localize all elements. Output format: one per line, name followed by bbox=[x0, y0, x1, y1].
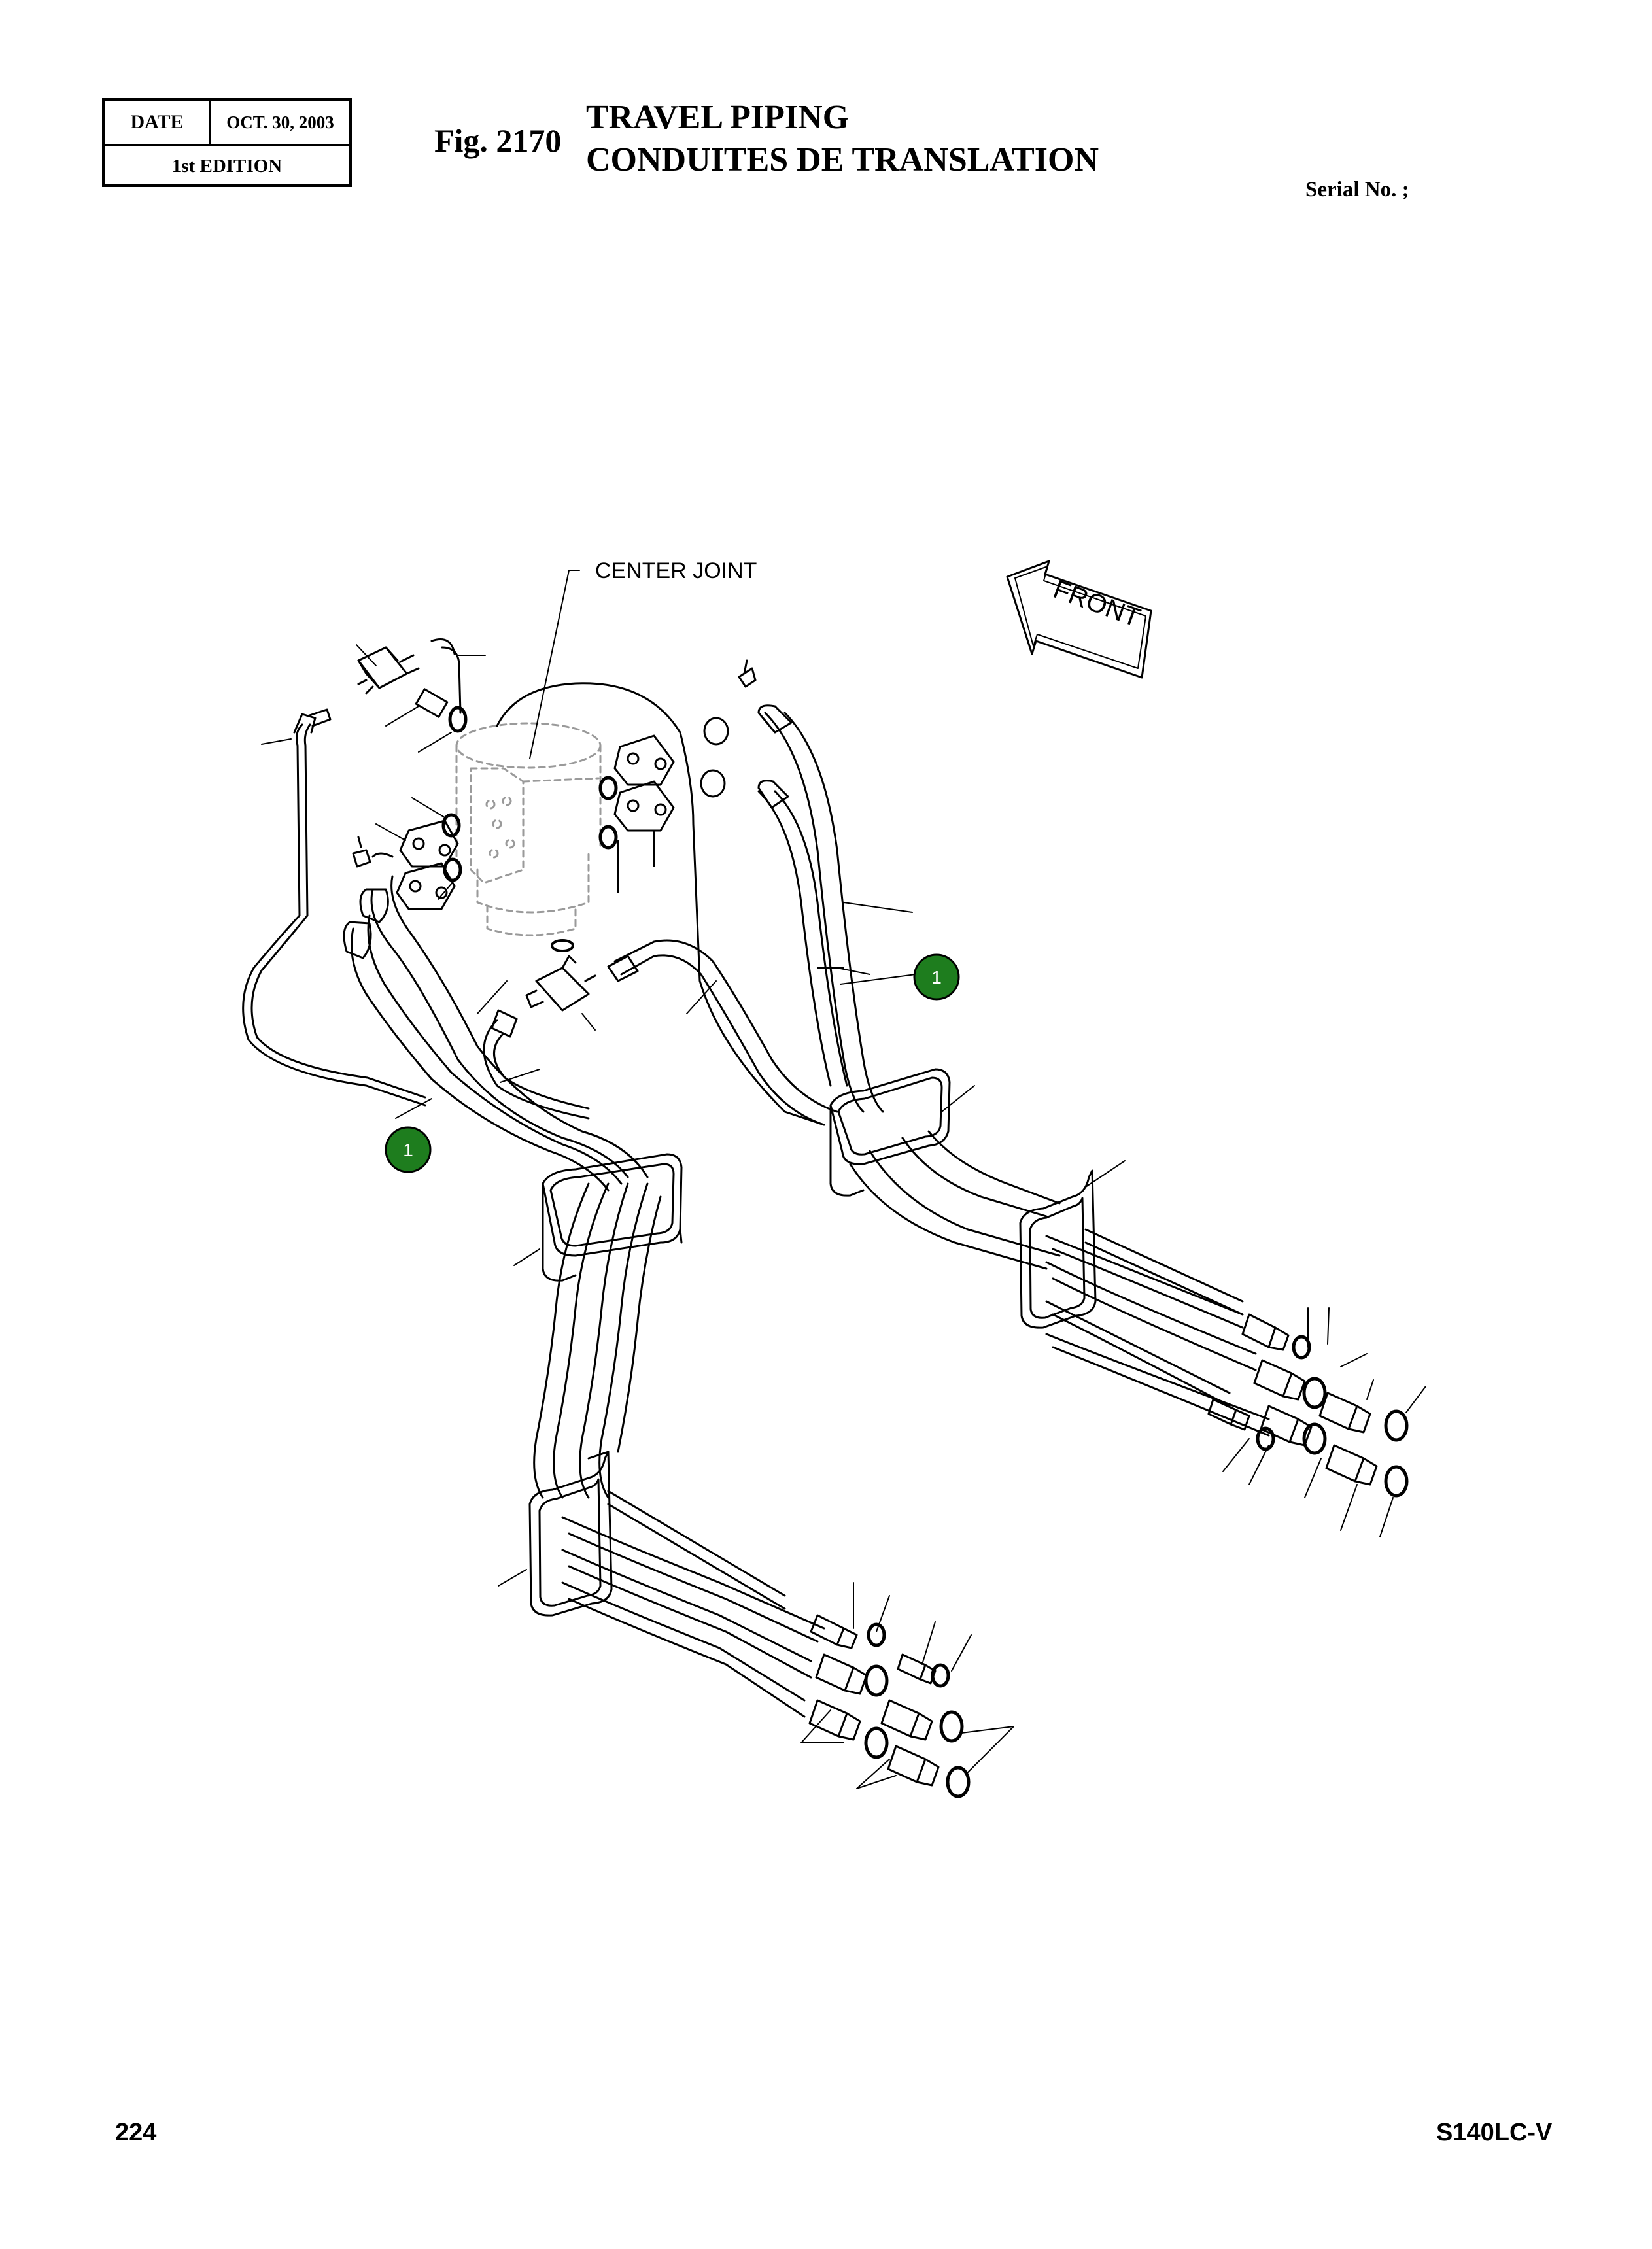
tube-upper bbox=[441, 646, 462, 714]
hose-bundle-right bbox=[849, 1130, 1061, 1270]
hose-bundle-right-lower bbox=[1045, 1228, 1270, 1437]
serial-number-label: Serial No. ; bbox=[1305, 178, 1409, 201]
hose-bundle-left bbox=[343, 875, 649, 1192]
hose-small-left-nut bbox=[490, 1009, 518, 1038]
figure-number: Fig. 2170 bbox=[434, 122, 562, 159]
date-box: DATE OCT. 30, 2003 1st EDITION bbox=[102, 98, 352, 187]
clamp-lower-left bbox=[528, 1451, 613, 1617]
fittings-lower bbox=[808, 1614, 971, 1798]
callout-label-left: 1 bbox=[403, 1140, 413, 1160]
leader-lines bbox=[261, 644, 1426, 1789]
tee-fitting-upper bbox=[357, 646, 420, 695]
elbow-fitting-a bbox=[703, 717, 729, 746]
front-arrow-icon bbox=[1006, 560, 1152, 679]
pilot-tube-nut bbox=[306, 708, 332, 727]
flange-upper-right bbox=[598, 734, 675, 850]
date-value: OCT. 30, 2003 bbox=[226, 112, 334, 132]
hose-small-left-edge bbox=[493, 1032, 590, 1110]
front-label: FRONT bbox=[1050, 575, 1144, 632]
callout-markers bbox=[385, 953, 960, 1173]
clamp-right-upper bbox=[829, 1068, 951, 1197]
o-ring-upper bbox=[448, 706, 468, 733]
pilot-tube-edge bbox=[250, 723, 426, 1099]
date-label: DATE bbox=[105, 101, 211, 144]
clamp-right-lower bbox=[1019, 1169, 1097, 1329]
center-joint-body bbox=[455, 722, 602, 936]
hose-bundle-left-lower bbox=[533, 1182, 662, 1499]
edition-label: 1st EDITION bbox=[171, 156, 283, 177]
elbow-upper bbox=[430, 638, 456, 655]
center-joint-leader bbox=[529, 570, 580, 759]
hose-center-a bbox=[613, 939, 838, 1113]
bolt-top bbox=[738, 659, 757, 688]
hose-bundle-upper-right bbox=[757, 704, 884, 1113]
model-number: S140LC-V bbox=[1436, 2119, 1553, 2146]
elbow-fitting-b bbox=[700, 769, 726, 798]
hose-center-b bbox=[620, 954, 825, 1126]
page-number: 224 bbox=[115, 2119, 157, 2146]
hose-upper-loop bbox=[496, 682, 825, 1126]
flange-left bbox=[352, 813, 462, 910]
tee-fitting-center bbox=[525, 939, 596, 1012]
pilot-tube bbox=[242, 723, 426, 1107]
hose-bundle-lower bbox=[561, 1490, 825, 1718]
adapter-upper bbox=[415, 688, 449, 718]
fittings-right bbox=[1207, 1313, 1409, 1498]
hose-small-left bbox=[483, 1019, 590, 1120]
page-title-english: TRAVEL PIPING bbox=[586, 99, 850, 136]
page-title-french: CONDUITES DE TRANSLATION bbox=[586, 141, 1099, 179]
hose-center-nut bbox=[607, 955, 639, 982]
center-joint-label: CENTER JOINT bbox=[595, 558, 757, 583]
callout-label-right: 1 bbox=[931, 967, 942, 987]
date-row: DATE OCT. 30, 2003 bbox=[105, 101, 349, 146]
